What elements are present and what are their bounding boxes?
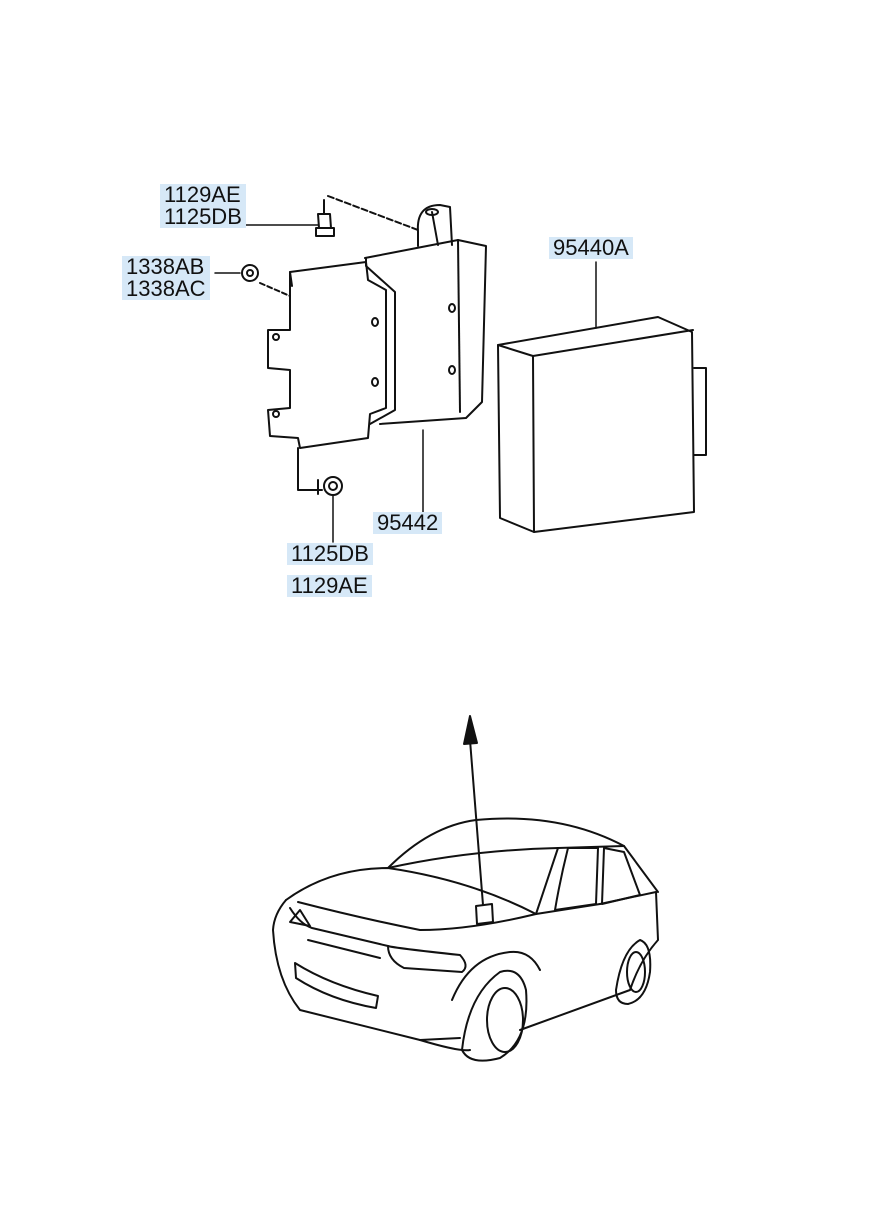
part-callout-bolt-bottom-1[interactable]: 1125DB [287, 543, 373, 565]
vehicle-drawing [272, 715, 659, 1062]
ecu-drawing [497, 316, 707, 533]
top-bolt-drawing [315, 195, 419, 237]
part-callout-nut[interactable]: 1338AB 1338AC [122, 256, 210, 300]
part-callout-bolt-top[interactable]: 1129AE 1125DB [160, 184, 246, 228]
part-number: 95440A [553, 235, 629, 260]
part-number: 1125DB [291, 541, 369, 566]
part-callout-ecu[interactable]: 95440A [549, 237, 633, 259]
part-number: 1125DB [164, 204, 242, 229]
bracket-drawing [267, 204, 487, 449]
part-number: 1338AB [126, 254, 205, 279]
part-number: 95442 [377, 510, 439, 535]
part-number: 1129AE [291, 573, 368, 598]
part-number: 1338AC [126, 276, 206, 301]
leader-lines [214, 224, 597, 543]
bottom-bolt-drawing [297, 447, 343, 496]
part-number: 1129AE [164, 182, 241, 207]
part-callout-bolt-bottom-2[interactable]: 1129AE [287, 575, 372, 597]
part-callout-bracket[interactable]: 95442 [373, 510, 443, 535]
nut-drawing [241, 264, 291, 297]
